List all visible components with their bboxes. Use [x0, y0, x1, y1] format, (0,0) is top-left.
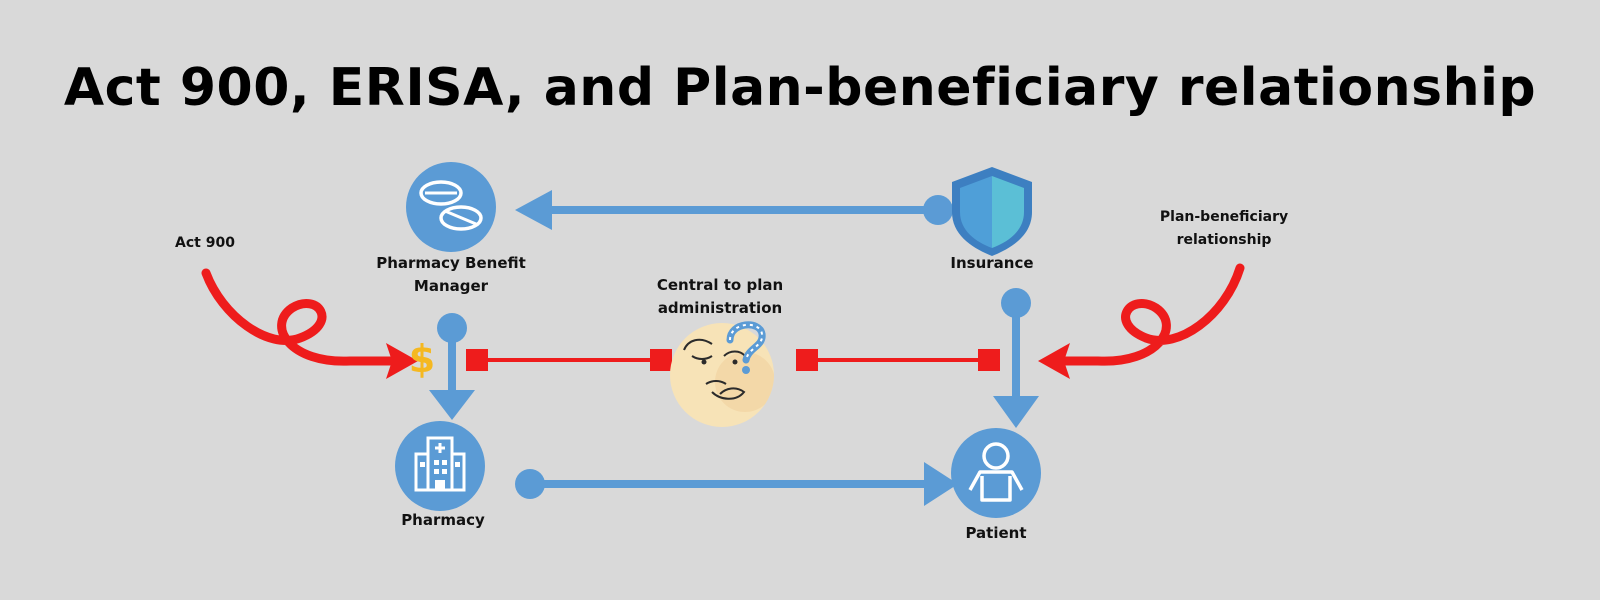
plan-beneficiary-label: Plan-beneficiary relationship — [1124, 206, 1324, 252]
person-icon — [951, 428, 1041, 518]
pbm-to-pharmacy-arrow — [429, 313, 475, 420]
central-label: Central to plan administration — [620, 274, 820, 320]
insurance-to-pbm-arrow — [515, 190, 953, 230]
insurance-to-patient-arrow — [993, 288, 1039, 428]
pbm-label: Pharmacy Benefit Manager — [351, 252, 551, 298]
thinking-face-icon — [670, 321, 774, 427]
right-red-connector — [796, 349, 1000, 371]
patient-label: Patient — [965, 524, 1027, 542]
pbm-label-line2: Manager — [413, 277, 489, 295]
page-title: Act 900, ERISA, and Plan-beneficiary rel… — [63, 58, 1537, 118]
plan-beneficiary-curly-arrow — [1038, 263, 1245, 379]
plan-beneficiary-label-line2: relationship — [1176, 232, 1272, 248]
pharmacy-label: Pharmacy — [401, 511, 485, 529]
plan-beneficiary-label-line1: Plan-beneficiary — [1159, 209, 1289, 225]
dollar-sign-icon: $ — [409, 337, 435, 381]
left-red-connector — [466, 349, 672, 371]
act900-curly-arrow — [201, 268, 418, 379]
shield-icon — [952, 167, 1032, 256]
pills-icon — [406, 162, 496, 252]
pbm-label-line1: Pharmacy Benefit — [376, 254, 526, 272]
act900-label: Act 900 — [175, 235, 235, 251]
insurance-label: Insurance — [950, 254, 1034, 272]
hospital-building-icon — [395, 421, 485, 511]
pharmacy-to-patient-arrow — [515, 462, 958, 506]
central-label-line2: administration — [657, 299, 783, 317]
central-label-line1: Central to plan — [656, 276, 784, 294]
